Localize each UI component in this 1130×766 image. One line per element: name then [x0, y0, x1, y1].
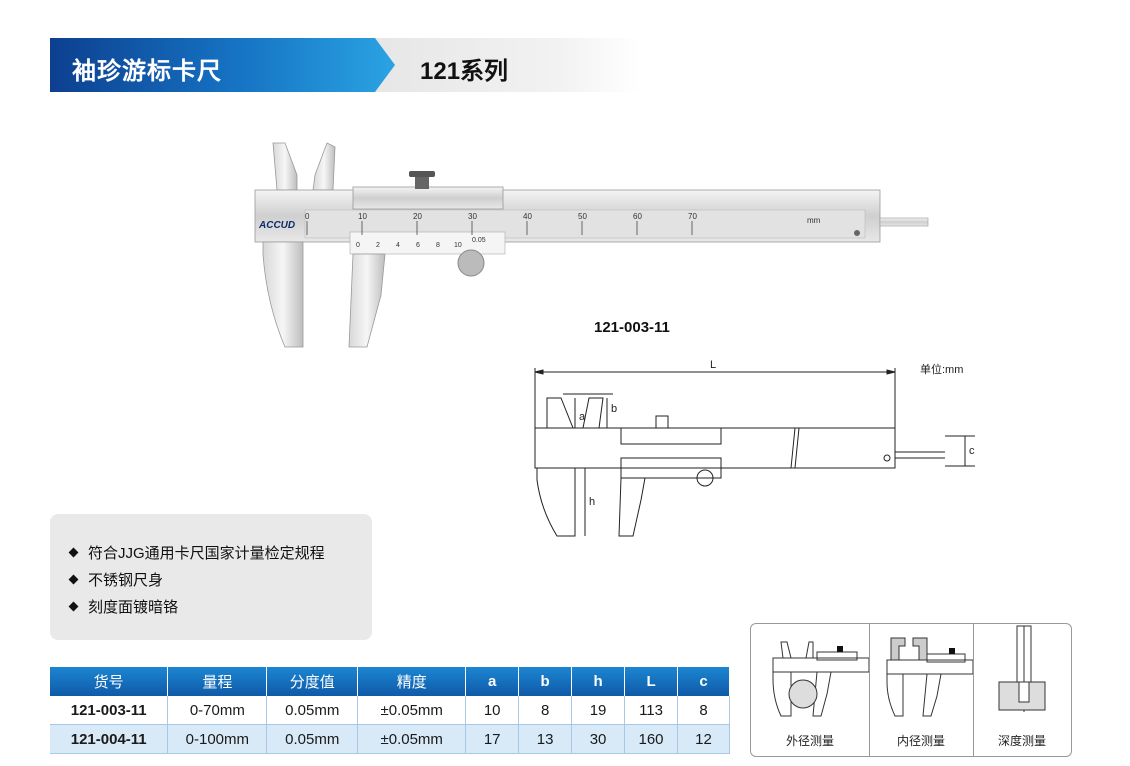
- scale-label: 10: [358, 212, 367, 221]
- feature-item: 刻度面镀暗铬: [68, 596, 179, 617]
- feature-text: 不锈钢尺身: [88, 572, 164, 589]
- scale-label: 40: [523, 212, 532, 221]
- spec-table: 货号 量程 分度值 精度 a b h L c 121-003-11 0-70mm…: [50, 667, 730, 754]
- feature-item: 符合JJG通用卡尺国家计量检定规程: [68, 542, 325, 563]
- dimension-drawing: L a b h c: [534, 359, 975, 537]
- banner-blue-band: [50, 38, 395, 92]
- table-cell: ±0.05mm: [357, 724, 467, 754]
- features-box: 符合JJG通用卡尺国家计量检定规程 不锈钢尺身 刻度面镀暗铬: [50, 514, 372, 640]
- bullet-diamond-icon: [68, 601, 79, 612]
- usage-outer: 外径测量: [751, 624, 870, 756]
- table-cell: 121-004-11: [50, 724, 169, 754]
- header-cell: 量程: [167, 667, 268, 696]
- scale-label: 70: [688, 212, 697, 221]
- scale-label: 60: [633, 212, 642, 221]
- usage-label: 外径测量: [785, 734, 834, 748]
- vernier-label: 4: [396, 242, 400, 249]
- vernier-label: 10: [454, 242, 462, 249]
- scale-label: 0: [305, 212, 310, 221]
- header-cell: c: [677, 667, 730, 696]
- usage-label: 内径测量: [896, 734, 945, 748]
- page-title: 袖珍游标卡尺: [72, 58, 222, 85]
- header-banner: 袖珍游标卡尺 121系列: [50, 38, 640, 92]
- banner-gray-band: [370, 38, 640, 92]
- vernier-label: 0: [356, 242, 360, 249]
- dim-label-b: b: [611, 403, 617, 415]
- table-header-row: 货号 量程 分度值 精度 a b h L c: [50, 667, 730, 696]
- table-cell: 30: [571, 724, 626, 754]
- dim-label-h: h: [589, 496, 595, 508]
- bullet-diamond-icon: [68, 574, 79, 585]
- usage-panel: 外径测量 内径测量 深度测量: [750, 623, 1072, 757]
- table-row: 121-003-11 0-70mm 0.05mm ±0.05mm 10 8 19…: [50, 696, 730, 725]
- unit-mark: mm: [807, 216, 821, 225]
- header-cell: 分度值: [266, 667, 359, 696]
- table-cell: 121-003-11: [50, 696, 169, 725]
- brand-logo: ACCUD: [258, 220, 295, 231]
- bullet-diamond-icon: [68, 547, 79, 558]
- feature-text: 符合JJG通用卡尺国家计量检定规程: [88, 545, 325, 562]
- resolution-mark: 0.05: [472, 237, 486, 244]
- depth-measure-icon: [998, 625, 1046, 712]
- table-cell: 113: [624, 696, 678, 725]
- outer-measure-icon: [772, 641, 870, 717]
- table-cell: 8: [677, 696, 730, 725]
- usage-label: 深度测量: [997, 734, 1046, 748]
- caliper-photo: ACCUD 0 10 20 30 40 50 60 70 mm 0 2 4 6 …: [254, 142, 929, 348]
- scale-label: 30: [468, 212, 477, 221]
- table-cell: 12: [677, 724, 730, 754]
- model-label: 121-003-11: [594, 319, 670, 336]
- table-cell: ±0.05mm: [357, 696, 467, 725]
- dim-label-c: c: [969, 445, 975, 457]
- scale-label: 20: [413, 212, 422, 221]
- vernier-label: 6: [416, 242, 420, 249]
- header-cell: a: [465, 667, 520, 696]
- vernier-label: 2: [376, 242, 380, 249]
- feature-item: 不锈钢尺身: [68, 569, 164, 590]
- header-cell: b: [518, 667, 573, 696]
- series-title: 121系列: [420, 58, 509, 85]
- table-cell: 13: [518, 724, 573, 754]
- table-cell: 8: [518, 696, 573, 725]
- dim-label-a: a: [579, 411, 586, 423]
- vernier-label: 8: [436, 242, 440, 249]
- inner-measure-icon: [886, 637, 974, 717]
- feature-text: 刻度面镀暗铬: [88, 599, 179, 616]
- table-cell: 0.05mm: [266, 724, 359, 754]
- dim-label-L: L: [710, 359, 716, 371]
- table-cell: 10: [465, 696, 520, 725]
- header-cell: L: [624, 667, 678, 696]
- table-cell: 0-100mm: [167, 724, 268, 754]
- table-cell: 17: [465, 724, 520, 754]
- header-cell: 精度: [357, 667, 467, 696]
- header-cell: h: [571, 667, 626, 696]
- table-cell: 0.05mm: [266, 696, 359, 725]
- header-cell: 货号: [50, 667, 169, 696]
- table-cell: 0-70mm: [167, 696, 268, 725]
- table-row: 121-004-11 0-100mm 0.05mm ±0.05mm 17 13 …: [50, 724, 730, 754]
- table-cell: 160: [624, 724, 678, 754]
- scale-label: 50: [578, 212, 587, 221]
- usage-inner: 内径测量: [869, 624, 974, 756]
- table-cell: 19: [571, 696, 626, 725]
- unit-label: 单位:mm: [920, 364, 964, 376]
- usage-depth: 深度测量: [973, 624, 1071, 756]
